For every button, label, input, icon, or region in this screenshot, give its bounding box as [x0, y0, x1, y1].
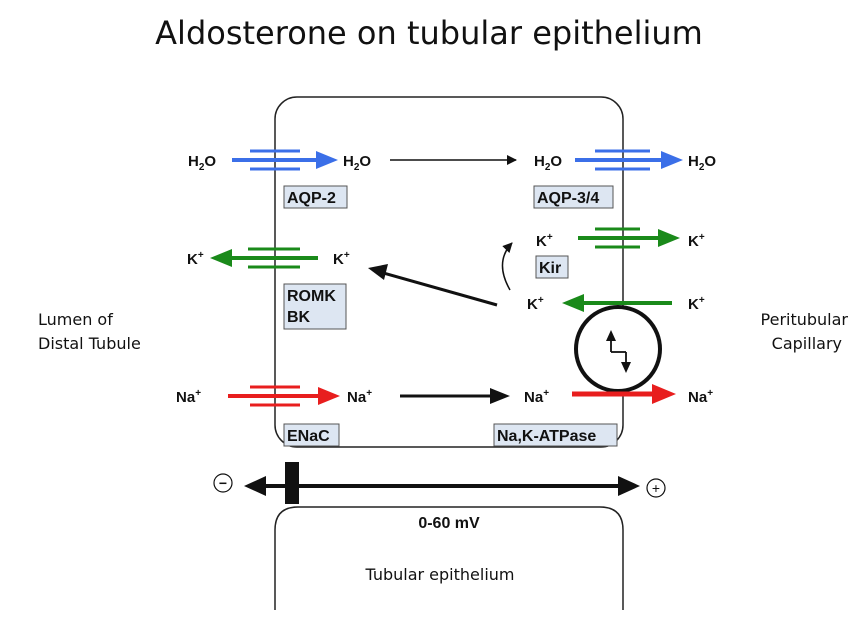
lower-cell-outline — [274, 506, 624, 610]
h2o-capillary-label: H2O — [688, 153, 716, 173]
na-cell-basolateral-label: Na+ — [524, 388, 549, 406]
aqp34-box — [533, 185, 614, 209]
plus-sign-circle — [646, 478, 666, 498]
aqp2-box — [283, 185, 348, 209]
pump-exchange-up-arrowhead — [606, 330, 616, 341]
k-cell-basolateral-label: K+ — [527, 295, 544, 313]
kir-arrowhead — [658, 229, 680, 247]
enac-label: ENaC — [287, 428, 330, 445]
capillary-label-line1: Peritubular — [761, 310, 849, 329]
kir-box — [535, 255, 569, 279]
nak-atpase-label: Na,K-ATPase — [497, 428, 596, 445]
k-kir-capillary-label: K+ — [688, 232, 705, 250]
k-cell-apical-label: K+ — [333, 250, 350, 268]
k-intracellular-diagonal-arrow — [379, 270, 498, 307]
na-pump-arrowhead — [652, 384, 676, 404]
romk-label: ROMK — [287, 288, 336, 305]
voltage-left-arrowhead — [244, 476, 266, 496]
romk-box — [283, 283, 347, 330]
h2o-cell-left-label: H2O — [343, 153, 371, 173]
na-transcellular-arrowhead — [490, 388, 510, 404]
k-diagonal-arrowhead — [368, 264, 388, 280]
bk-label: BK — [287, 309, 311, 326]
tubular-epithelium-label: Tubular epithelium — [364, 565, 514, 584]
k-pump-arrowhead — [562, 294, 584, 312]
nak-atpase-box — [493, 423, 618, 447]
aqp34-label: AQP-3/4 — [537, 190, 599, 207]
voltage-label: 0-60 mV — [418, 515, 480, 532]
enac-box — [283, 423, 340, 447]
aqp34-arrowhead — [661, 151, 683, 169]
k-kir-cell-label: K+ — [536, 232, 553, 250]
romk-arrowhead — [210, 249, 232, 267]
aqp2-label: AQP-2 — [287, 190, 336, 207]
plus-sign: + — [652, 480, 660, 496]
lumen-label-line2: Distal Tubule — [38, 334, 141, 353]
k-pump-capillary-label: K+ — [688, 295, 705, 313]
na-k-pump-circle — [574, 305, 662, 393]
minus-sign: − — [219, 475, 227, 491]
pump-exchange-down-arrowhead — [621, 362, 631, 373]
na-cell-apical-label: Na+ — [347, 388, 372, 406]
aqp2-arrowhead — [316, 151, 338, 169]
kir-label: Kir — [539, 260, 561, 277]
na-lumen-label: Na+ — [176, 388, 201, 406]
page-title: Aldosterone on tubular epithelium — [155, 14, 703, 52]
na-capillary-label: Na+ — [688, 388, 713, 406]
minus-sign-circle — [213, 473, 233, 493]
k-recycle-curved-arrow — [501, 242, 513, 291]
enac-arrowhead — [318, 387, 340, 405]
tight-junction-bar — [285, 462, 299, 504]
h2o-lumen-label: H2O — [188, 153, 216, 173]
voltage-right-arrowhead — [618, 476, 640, 496]
lumen-label-line1: Lumen of — [38, 310, 113, 329]
k-lumen-label: K+ — [187, 250, 204, 268]
capillary-label-line2: Capillary — [772, 334, 842, 353]
epithelial-cell-outline — [274, 96, 624, 448]
h2o-cell-right-label: H2O — [534, 153, 562, 173]
